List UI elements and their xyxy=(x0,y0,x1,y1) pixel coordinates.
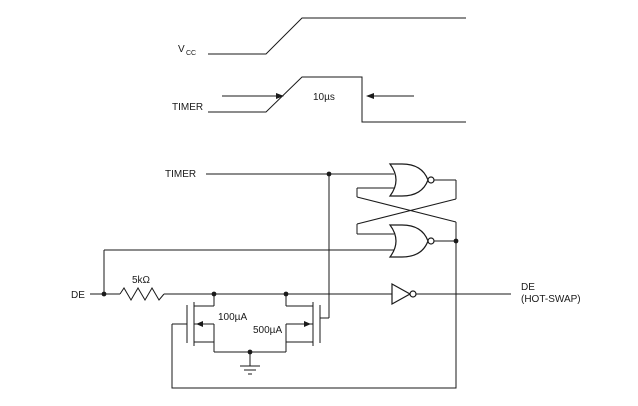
vcc-label: V CC xyxy=(178,44,196,57)
vcc-waveform xyxy=(208,17,466,55)
feedback-wire xyxy=(171,241,457,389)
mosfet-right xyxy=(285,294,321,352)
nor-gate-upper xyxy=(388,163,435,197)
latch-circuit: TIMER DE 5kΩ 100µA 500µA DE (HOT-SWAP) xyxy=(71,163,581,389)
timer-input-wire xyxy=(206,171,394,319)
nor-gate-lower xyxy=(388,224,435,258)
de-output-label-hot-swap: (HOT-SWAP) xyxy=(521,294,581,305)
de-input-label: DE xyxy=(71,290,85,301)
svg-text:CC: CC xyxy=(186,50,196,57)
timer-waveform xyxy=(208,76,466,123)
main-node-wire xyxy=(164,291,392,297)
timer-input-label: TIMER xyxy=(165,169,196,180)
resistor-5k xyxy=(119,287,165,301)
pulse-width-arrow-right xyxy=(366,93,414,99)
inverter-buffer xyxy=(391,282,511,306)
resistor-label: 5kΩ xyxy=(132,275,151,286)
svg-text:V: V xyxy=(178,44,185,55)
latch-cross-coupling-wires xyxy=(356,179,459,244)
current-source-left-label: 100µA xyxy=(218,312,247,323)
ground-node xyxy=(214,349,286,366)
ground-icon xyxy=(240,365,260,375)
timer-waveform-label: TIMER xyxy=(172,102,203,113)
timing-diagram: V CC TIMER 10µs xyxy=(172,17,466,123)
de-output-label: DE xyxy=(521,282,535,293)
mosfet-left xyxy=(172,294,215,352)
de-input-wire xyxy=(90,249,394,297)
pulse-width-arrow-left xyxy=(222,93,284,99)
current-source-right-label: 500µA xyxy=(253,325,282,336)
pulse-width-label: 10µs xyxy=(313,92,335,103)
